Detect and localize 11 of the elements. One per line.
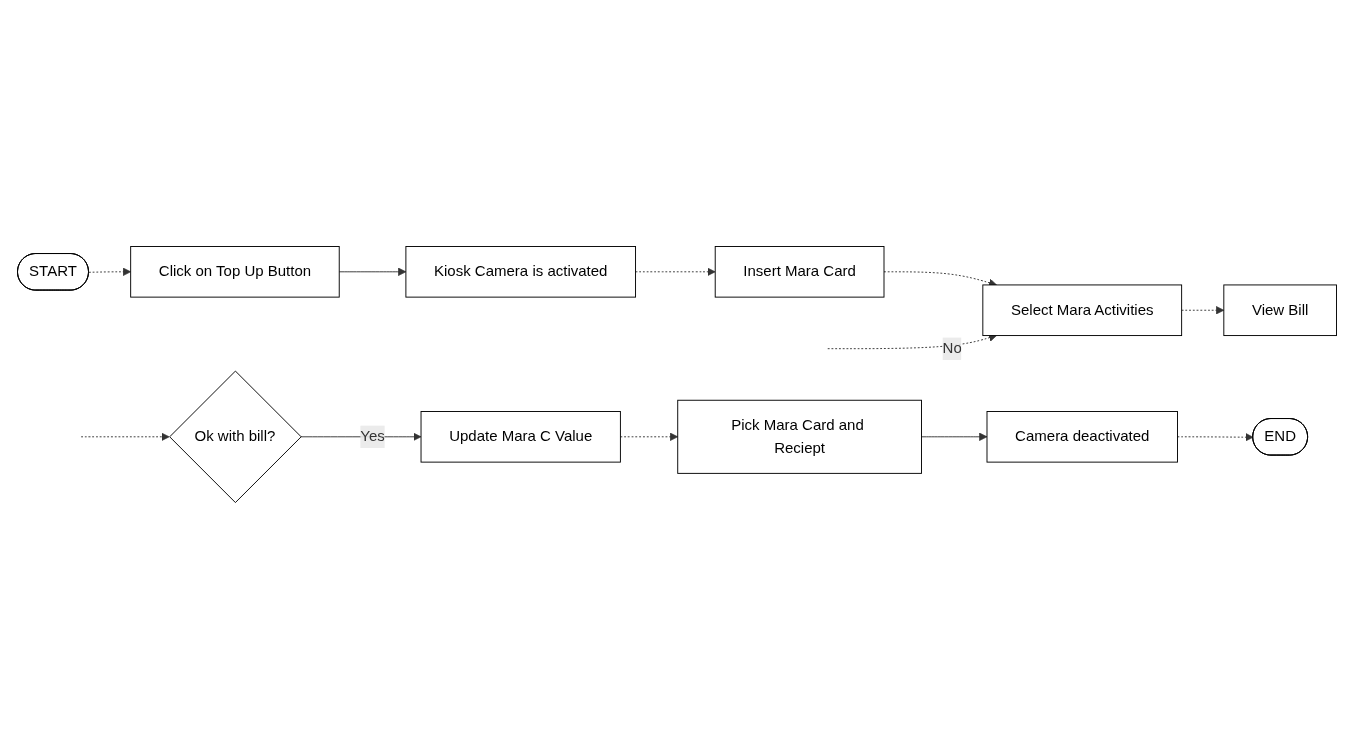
node-box: Insert Mara Card <box>714 246 885 298</box>
node-diamond: Ok with bill? <box>169 370 302 503</box>
node-box: Kiosk Camera is activated <box>405 246 636 298</box>
edge-label: No <box>942 340 962 357</box>
node-box: Pick Mara Card and Reciept <box>677 399 922 474</box>
node-box: Camera deactivated <box>986 411 1178 463</box>
node-box: Select Mara Activities <box>982 284 1183 336</box>
node-box: Click on Top Up Button <box>130 246 340 298</box>
node-box: View Bill <box>1223 284 1337 336</box>
node-box: Update Mara C Value <box>420 411 621 463</box>
edge-label: Yes <box>360 428 385 445</box>
